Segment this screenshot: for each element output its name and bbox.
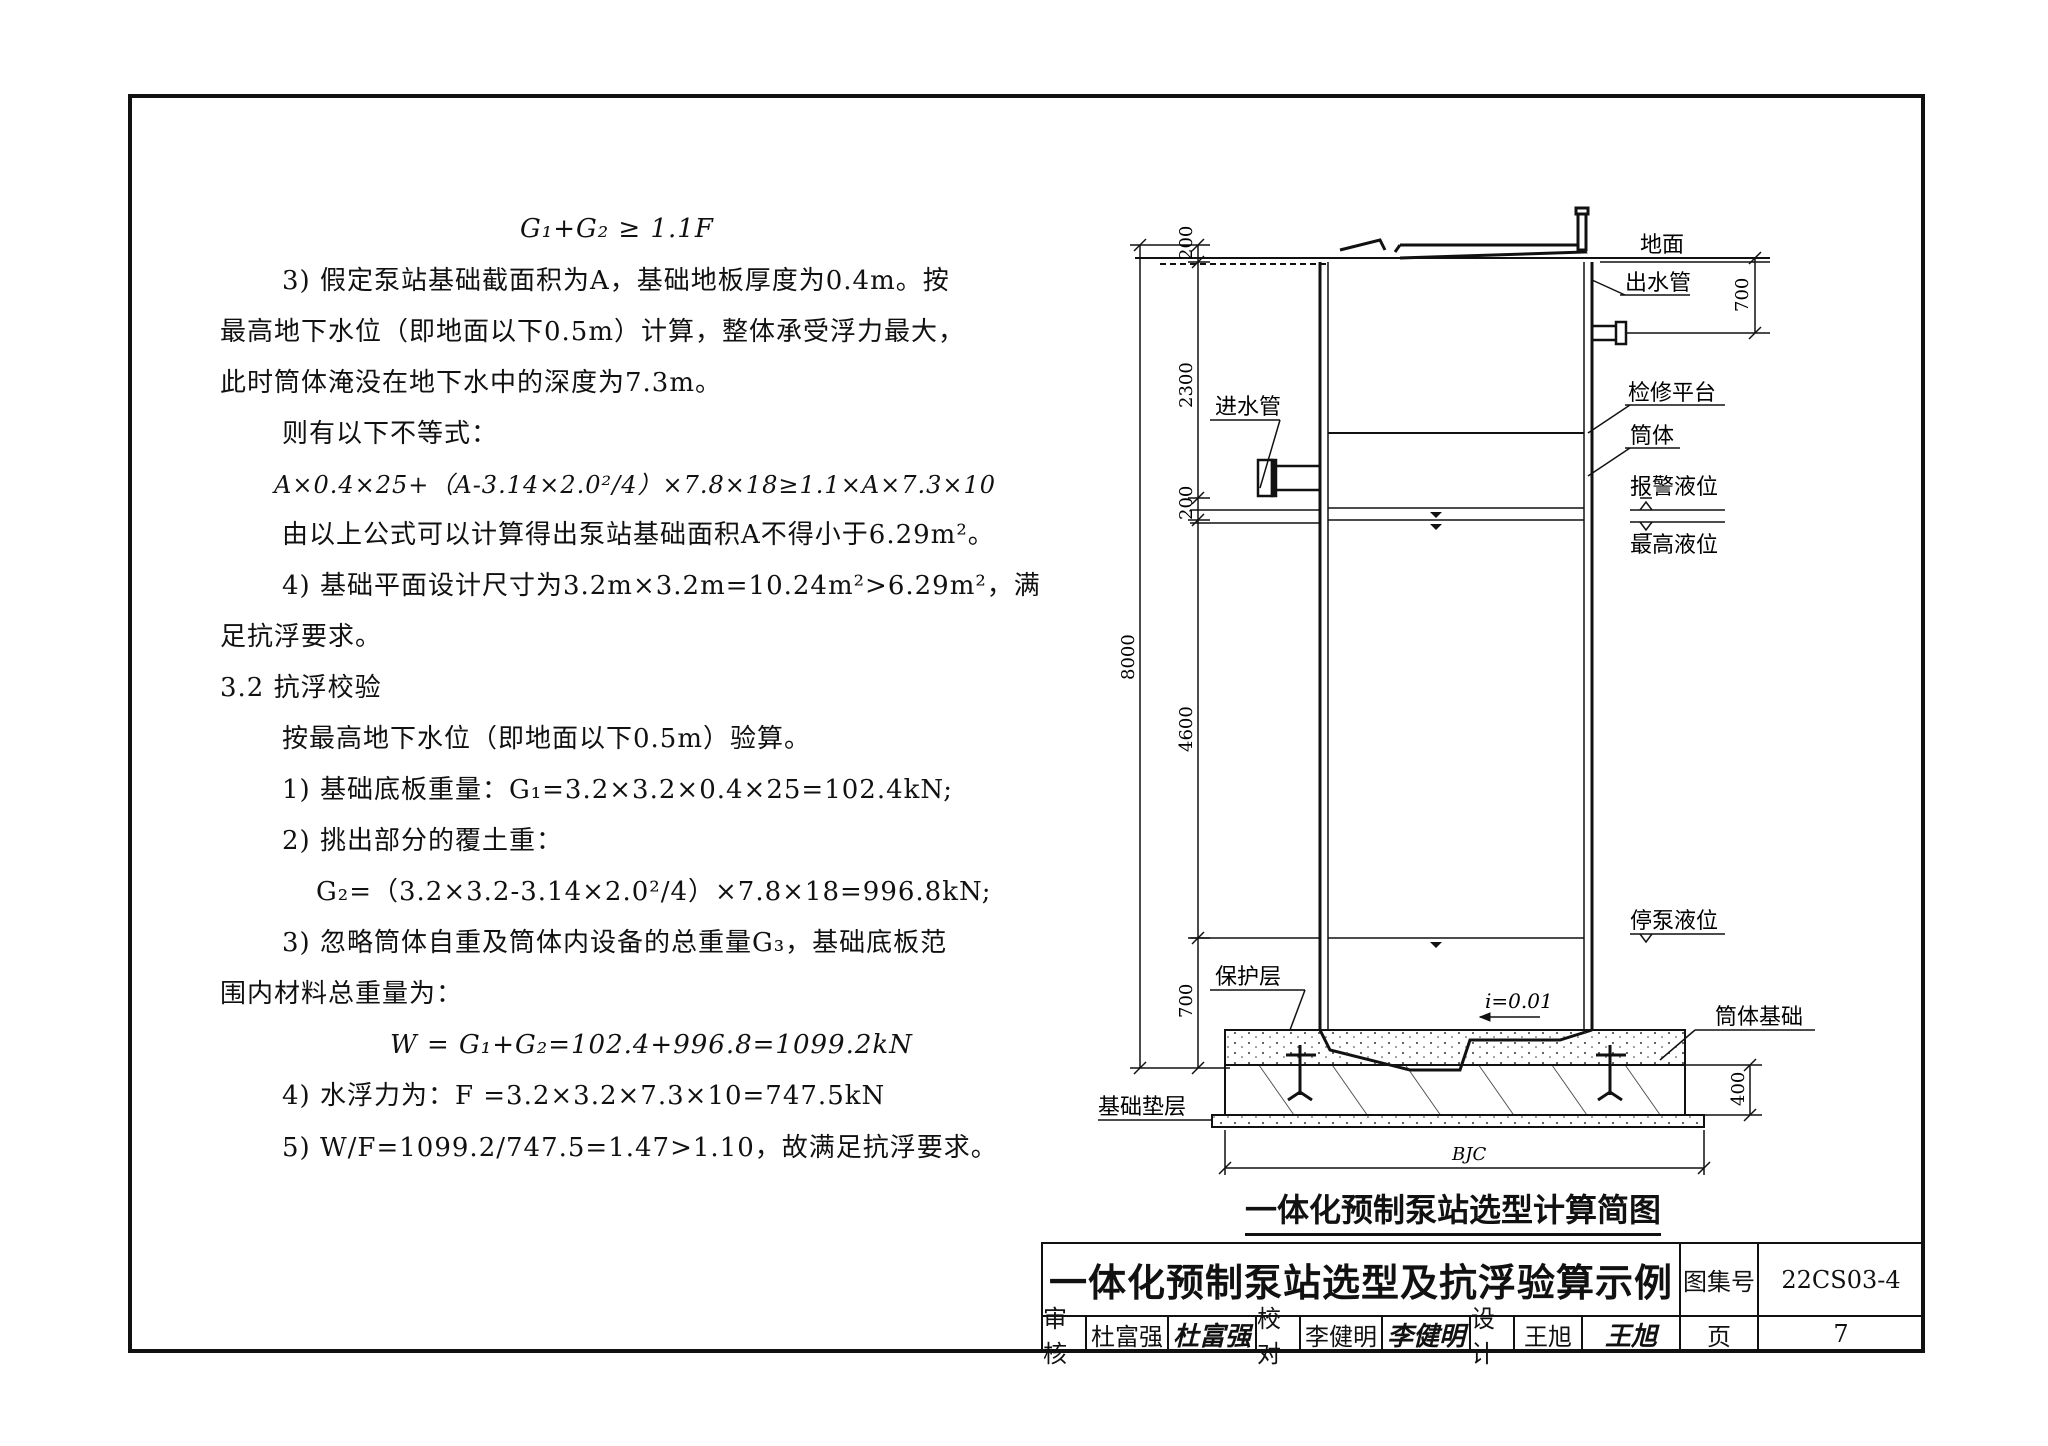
dim-4600: 4600 <box>1176 706 1197 752</box>
max-level-line <box>1190 519 1584 530</box>
title-block: 一体化预制泵站选型及抗浮验算示例 图集号 22CS03-4 审核 杜富强 杜富强… <box>1041 1242 1925 1368</box>
paragraph-3-line-3: 此时筒体淹没在地下水中的深度为7.3m。 <box>220 368 723 398</box>
right-dimension-lines <box>1218 251 1762 1175</box>
atlas-label: 图集号 <box>1679 1242 1759 1317</box>
design-label: 设计 <box>1469 1305 1515 1368</box>
label-platform: 检修平台 <box>1628 381 1716 406</box>
label-max-level: 最高液位 <box>1630 533 1718 558</box>
check-intro: 按最高地下水位（即地面以下0.5m）验算。 <box>282 724 812 754</box>
paragraph-4-line-2: 足抗浮要求。 <box>220 622 383 652</box>
drawing-title: 一体化预制泵站选型及抗浮验算示例 <box>1041 1242 1681 1317</box>
dim-200-top: 200 <box>1176 226 1197 260</box>
dim-700-right: 700 <box>1732 278 1753 312</box>
label-outlet: 出水管 <box>1625 271 1691 296</box>
diagram-title: 一体化预制泵站选型计算简图 <box>1245 1185 1662 1236</box>
reviewer-name: 杜富强 <box>1085 1315 1169 1353</box>
label-alarm-level: 报警液位 <box>1630 475 1718 500</box>
anchor-bolts <box>1286 1045 1626 1102</box>
dim-8000: 8000 <box>1118 634 1139 680</box>
stop-level-line <box>1190 937 1584 948</box>
check-item-3-line-2: 围内材料总重量为： <box>220 979 464 1009</box>
inlet-pipe <box>1256 458 1320 498</box>
leader-lines <box>1098 279 1815 1121</box>
alarm-level-line <box>1190 507 1584 518</box>
inequality-intro: 则有以下不等式： <box>282 419 499 449</box>
result-line: 由以上公式可以计算得出泵站基础面积A不得小于6.29m²。 <box>282 520 995 550</box>
check-item-1: 1) 基础底板重量：G₁=3.2×3.2×0.4×25=102.4kN; <box>282 775 953 805</box>
dim-2300: 2300 <box>1176 362 1197 408</box>
designer-name: 王旭 <box>1513 1315 1583 1353</box>
foundation-slab <box>1211 1029 1705 1128</box>
page-number: 7 <box>1757 1315 1925 1353</box>
inequality: A×0.4×25+（A-3.14×2.0²/4）×7.8×18≥1.1×A×7.… <box>274 471 997 499</box>
ground-line <box>1135 257 1770 265</box>
check-item-5: 5) W/F=1099.2/747.5=1.47>1.10，故满足抗浮要求。 <box>282 1133 998 1163</box>
label-shell: 筒体 <box>1630 424 1674 449</box>
paragraph-3-line-1: 3) 假定泵站基础截面积为A，基础地板厚度为0.4m。按 <box>282 266 950 296</box>
equation-1: G₁+G₂ ≥ 1.1F <box>520 214 714 244</box>
page-label: 页 <box>1679 1315 1759 1353</box>
label-inlet: 进水管 <box>1215 395 1281 420</box>
atlas-number: 22CS03-4 <box>1757 1242 1925 1317</box>
label-protective-layer: 保护层 <box>1215 965 1281 990</box>
checker-signature: 李健明 <box>1381 1315 1471 1353</box>
check-item-3-equation: W = G₁+G₂=102.4+996.8=1099.2kN <box>390 1030 913 1060</box>
section-heading: 3.2 抗浮校验 <box>220 673 382 703</box>
check-label: 校对 <box>1255 1305 1301 1368</box>
label-cushion: 基础垫层 <box>1098 1095 1186 1120</box>
designer-signature: 王旭 <box>1581 1315 1681 1353</box>
check-item-2-equation: G₂=（3.2×3.2-3.14×2.0²/4）×7.8×18=996.8kN; <box>316 877 992 907</box>
label-slope: i=0.01 <box>1485 989 1553 1013</box>
drawing-frame <box>128 94 1925 1353</box>
label-ground: 地面 <box>1640 233 1684 258</box>
dim-400: 400 <box>1728 1072 1749 1106</box>
check-item-3-line-1: 3) 忽略筒体自重及筒体内设备的总重量G₃，基础底板范 <box>282 928 948 958</box>
paragraph-4-line-1: 4) 基础平面设计尺寸为3.2m×3.2m=10.24m²>6.29m²，满 <box>282 571 1041 601</box>
cover <box>1339 206 1590 260</box>
label-foundation: 筒体基础 <box>1715 1005 1803 1030</box>
label-stop-level: 停泵液位 <box>1630 909 1718 934</box>
outlet-pipe <box>1592 320 1770 346</box>
paragraph-3-line-2: 最高地下水位（即地面以下0.5m）计算，整体承受浮力最大， <box>220 317 966 347</box>
label-width: BJC <box>1451 1144 1486 1165</box>
dim-200-mid: 200 <box>1176 486 1197 520</box>
shell-walls <box>1318 262 1594 1030</box>
review-label: 审核 <box>1041 1305 1087 1368</box>
reviewer-signature: 杜富强 <box>1167 1315 1257 1353</box>
checker-name: 李健明 <box>1299 1315 1383 1353</box>
check-item-4: 4) 水浮力为：F =3.2×3.2×7.3×10=747.5kN <box>282 1081 886 1111</box>
check-item-2: 2) 挑出部分的覆土重： <box>282 826 563 856</box>
dim-700-bottom: 700 <box>1176 984 1197 1018</box>
left-dimension-lines <box>1130 238 1230 1075</box>
